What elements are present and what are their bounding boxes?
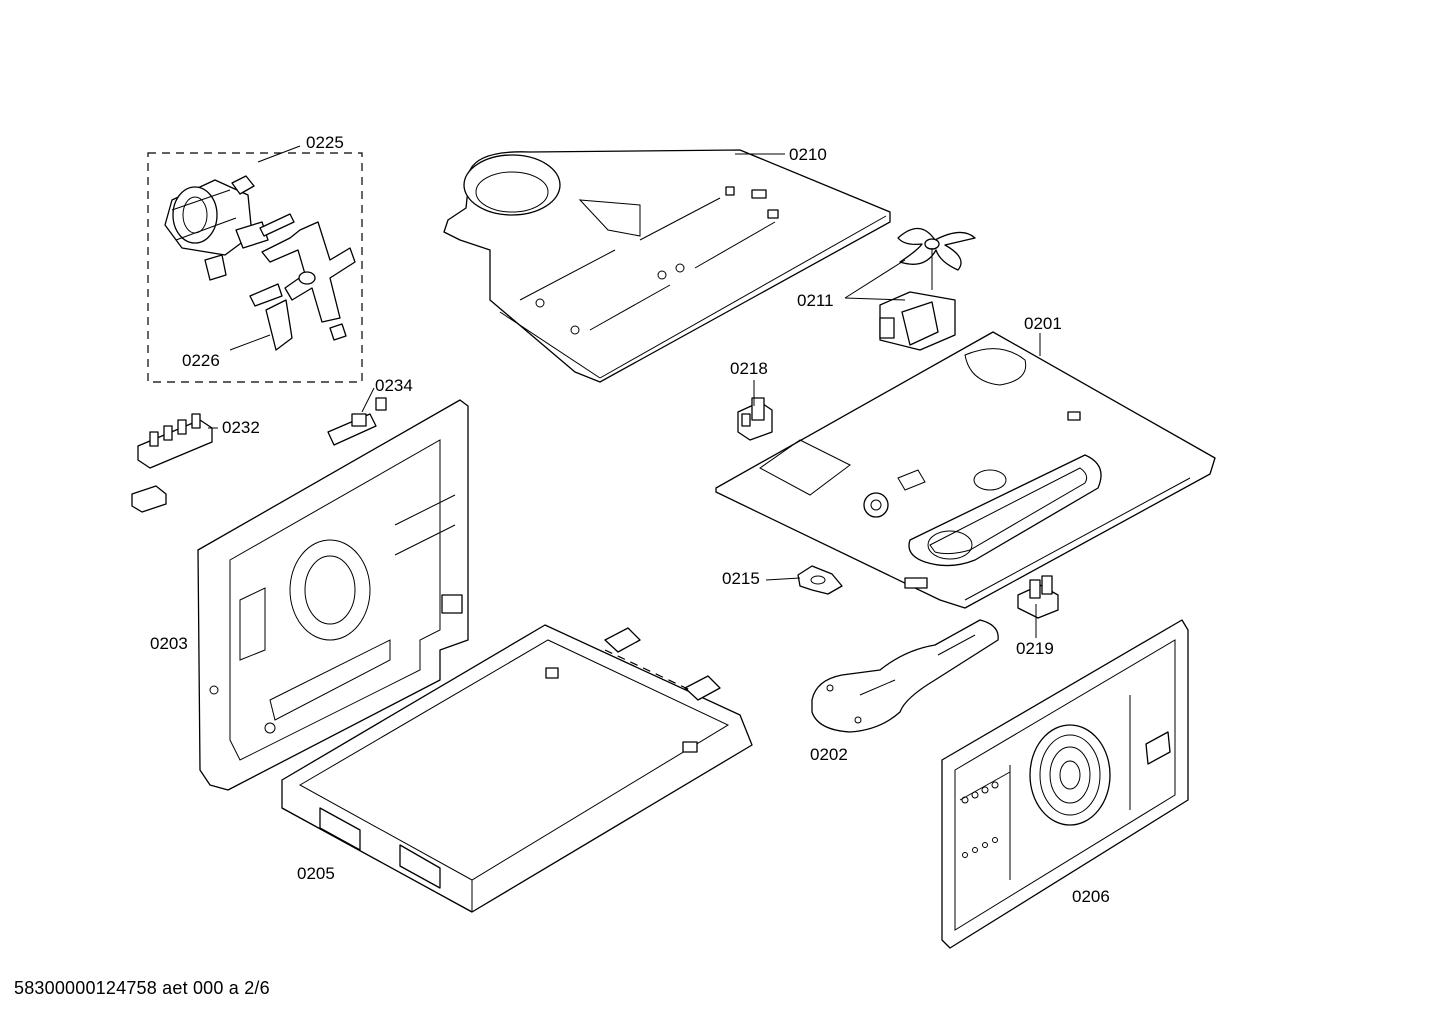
label-0226: 0226 xyxy=(182,351,220,370)
fan-motor-assembly-0225[interactable] xyxy=(147,152,363,383)
label-0206: 0206 xyxy=(1072,887,1110,906)
label-0205: 0205 xyxy=(297,864,335,883)
label-0218: 0218 xyxy=(730,359,768,378)
heater-plate-0202[interactable] xyxy=(811,619,999,733)
top-plate-0201[interactable] xyxy=(715,331,1216,609)
air-duct-0210[interactable] xyxy=(443,149,891,383)
thermostat-0218[interactable] xyxy=(737,397,773,441)
cooling-fan-0211[interactable] xyxy=(879,227,976,351)
label-0202: 0202 xyxy=(810,745,848,764)
oven-back-wall-0206[interactable] xyxy=(941,619,1189,949)
terminal-block-0232[interactable] xyxy=(131,413,213,513)
back-panel-0203[interactable] xyxy=(197,399,469,791)
label-0215: 0215 xyxy=(722,569,760,588)
label-0225: 0225 xyxy=(306,133,344,152)
bracket-0215[interactable] xyxy=(797,565,843,595)
label-0234: 0234 xyxy=(375,376,413,395)
thermostat-0219[interactable] xyxy=(1017,575,1059,619)
label-0232: 0232 xyxy=(222,418,260,437)
label-0201: 0201 xyxy=(1024,314,1062,333)
label-0210: 0210 xyxy=(789,145,827,164)
label-0219: 0219 xyxy=(1016,639,1054,658)
bottom-tray-0205[interactable] xyxy=(281,624,753,913)
fan-impeller-0226[interactable] xyxy=(249,221,356,351)
label-0203: 0203 xyxy=(150,634,188,653)
document-footer-code: 58300000124758 aet 000 a 2/6 xyxy=(14,978,270,998)
leader-lines xyxy=(208,145,1041,638)
connector-0234[interactable] xyxy=(327,397,387,446)
part-labels: 0225 0226 0210 0211 0201 0218 0234 0232 … xyxy=(150,133,1110,906)
label-0211: 0211 xyxy=(797,291,834,310)
